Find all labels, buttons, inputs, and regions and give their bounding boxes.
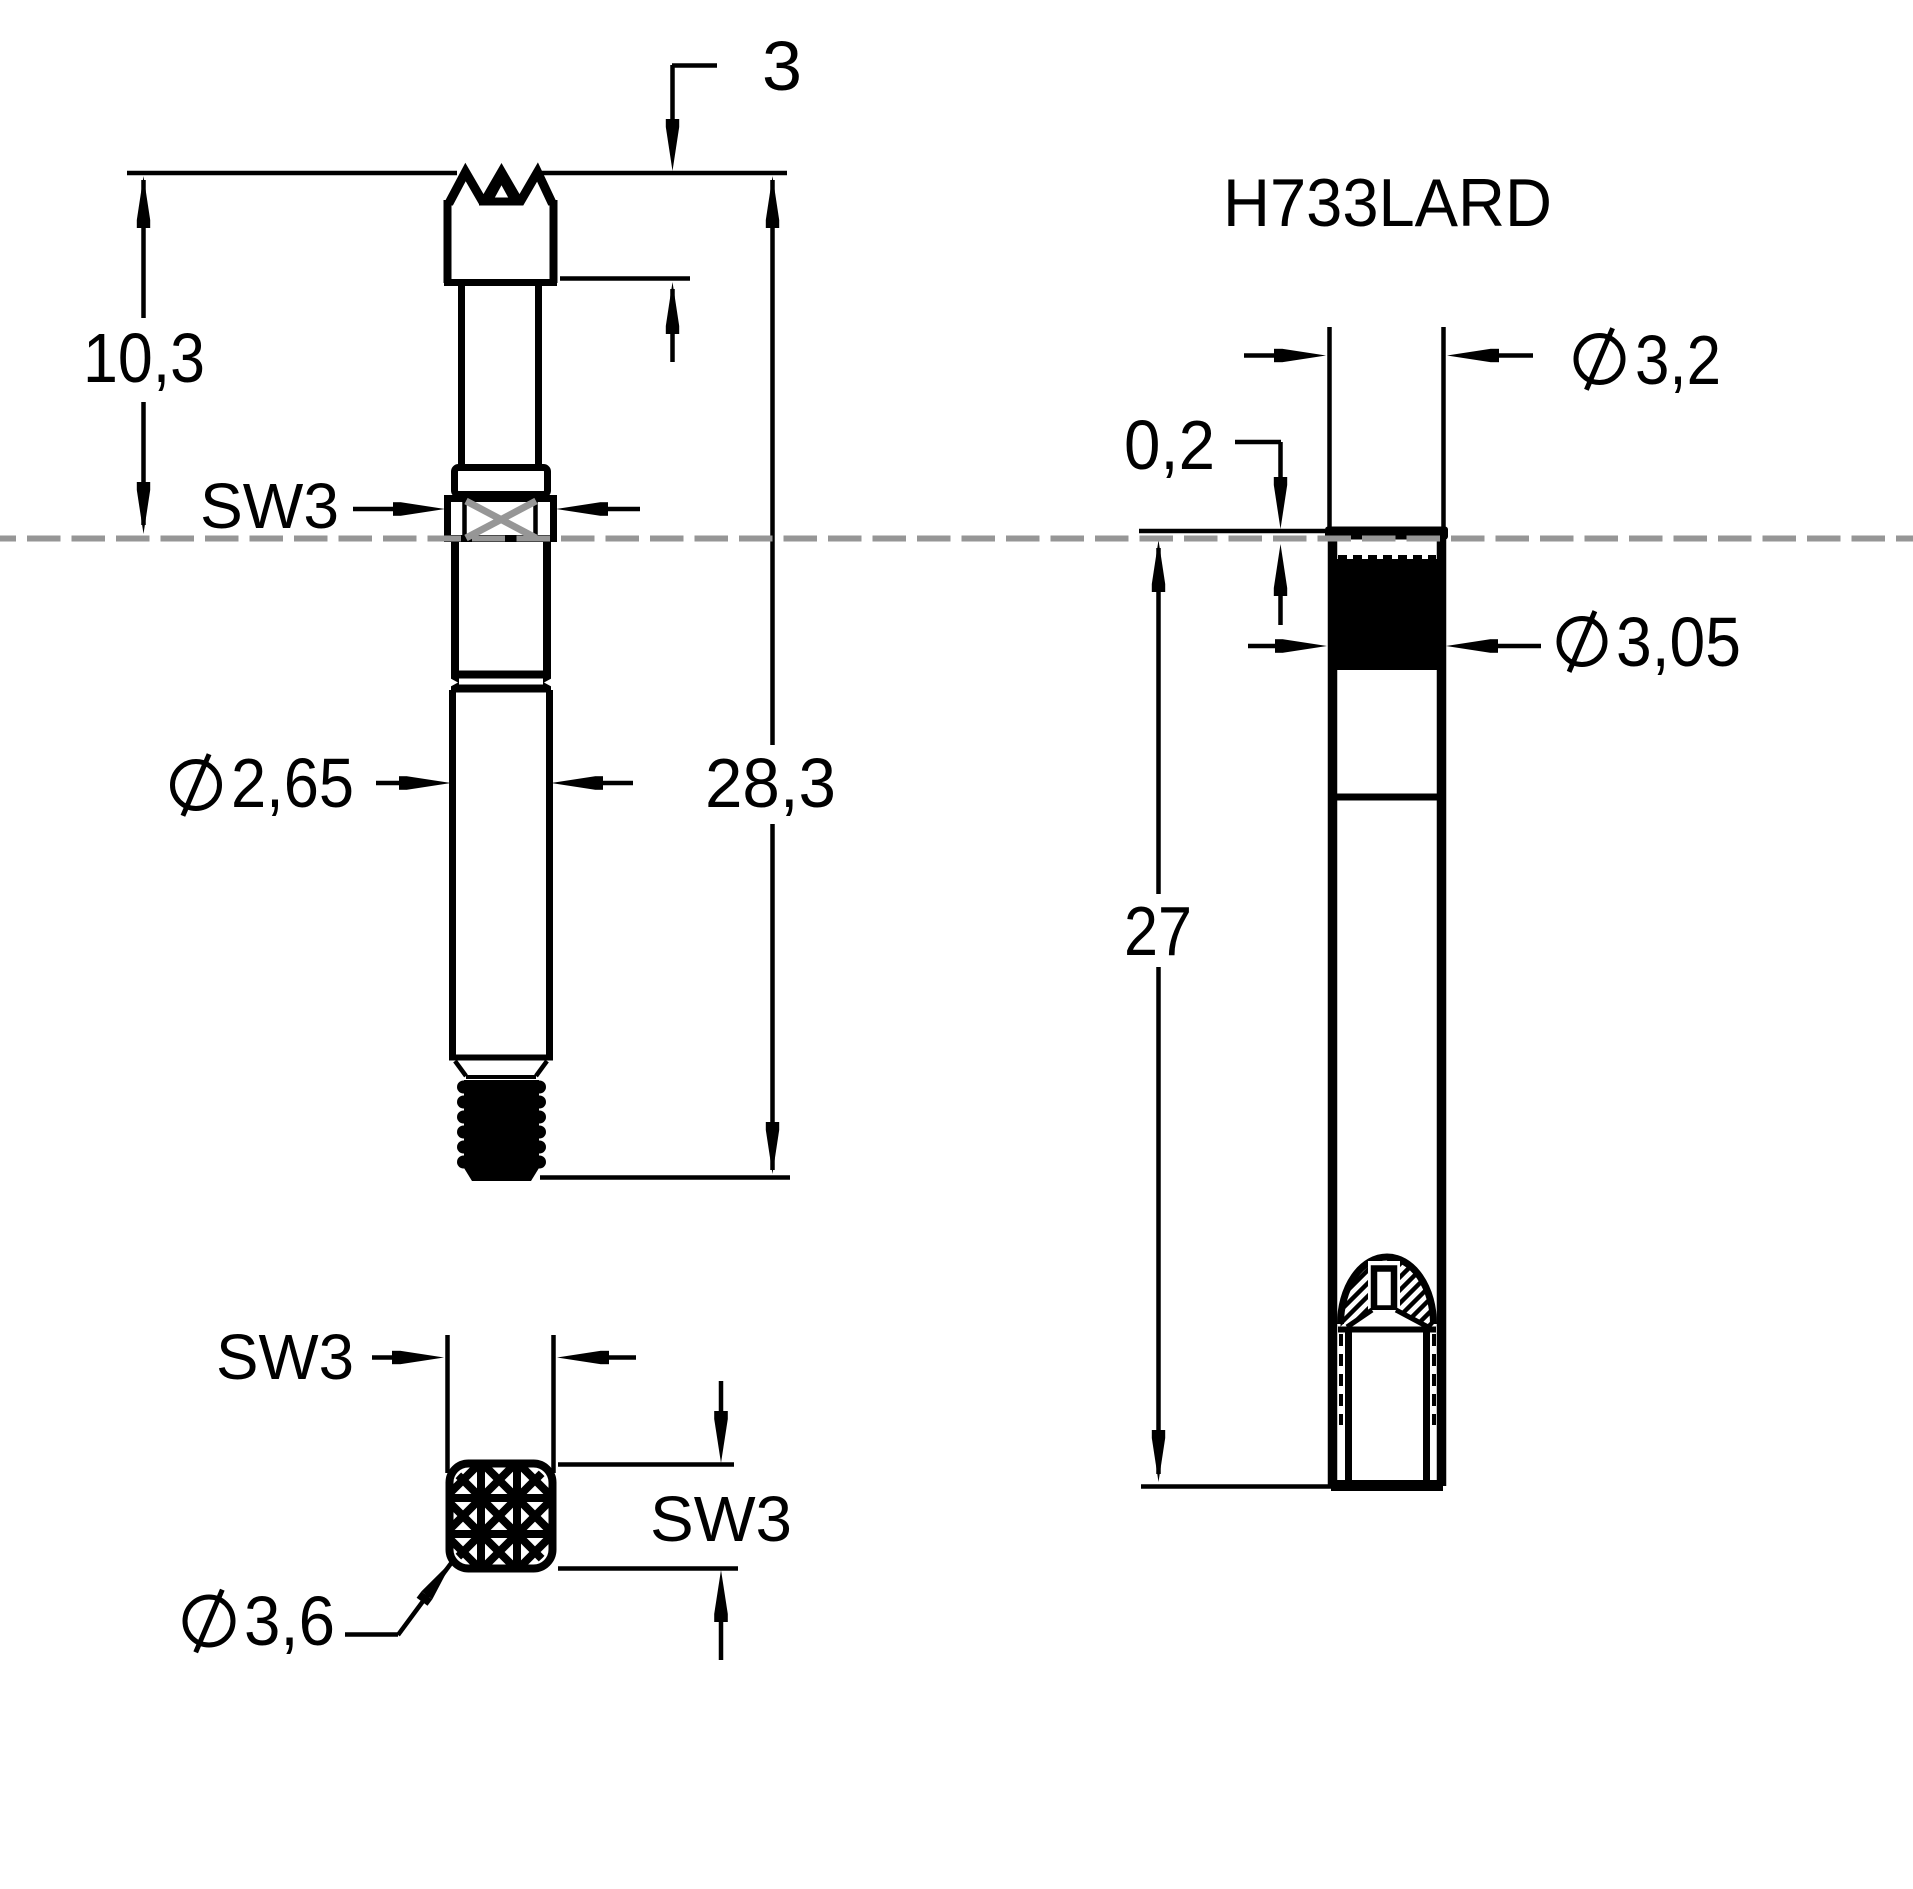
svg-text:2,65: 2,65 xyxy=(231,744,354,822)
svg-text:3: 3 xyxy=(762,27,802,105)
svg-text:10,3: 10,3 xyxy=(83,319,205,397)
svg-text:27: 27 xyxy=(1124,892,1192,970)
svg-text:3,2: 3,2 xyxy=(1635,321,1721,399)
svg-text:H733LARD: H733LARD xyxy=(1223,165,1552,241)
svg-text:SW3: SW3 xyxy=(216,1321,354,1393)
svg-text:28,3: 28,3 xyxy=(705,744,836,822)
svg-text:SW3: SW3 xyxy=(650,1483,792,1555)
svg-text:0,2: 0,2 xyxy=(1124,406,1215,484)
svg-text:SW3: SW3 xyxy=(200,470,339,542)
svg-text:3,05: 3,05 xyxy=(1616,603,1741,681)
svg-text:3,6: 3,6 xyxy=(244,1582,335,1660)
